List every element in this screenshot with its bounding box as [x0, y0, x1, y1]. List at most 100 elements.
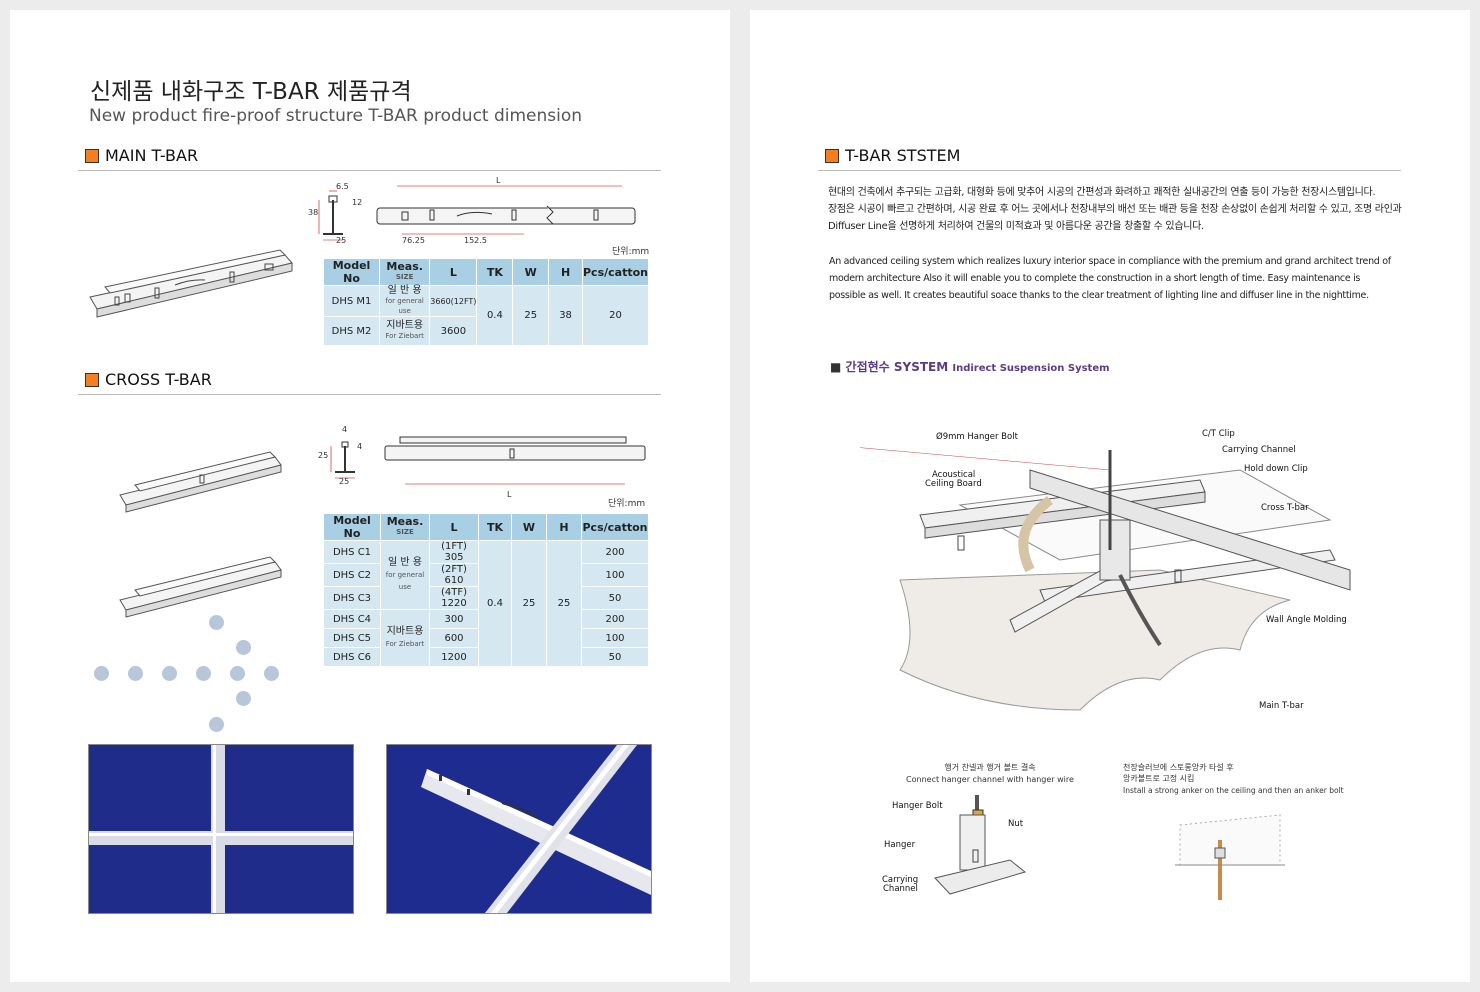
- col-w: W: [511, 513, 547, 541]
- orange-square-icon: [825, 148, 839, 163]
- label-cross-tbar: Cross T-bar: [1261, 503, 1309, 513]
- cell-pcs: 100: [581, 628, 649, 648]
- label-main-tbar: Main T-bar: [1259, 701, 1304, 711]
- cell-h: 25: [546, 540, 582, 667]
- col-tk: TK: [476, 258, 514, 286]
- cell-pcs: 20: [582, 285, 649, 346]
- col-h: H: [548, 258, 583, 286]
- cell-tk: 0.4: [476, 285, 514, 346]
- cell-model: DHS C3: [323, 586, 381, 610]
- orange-square-icon: [85, 372, 99, 387]
- label-hold-down-clip: Hold down Clip: [1244, 464, 1308, 474]
- cross-tbar-heading: CROSS T-BAR: [85, 370, 212, 389]
- cell-pcs: 200: [581, 540, 649, 564]
- cell-l: (1FT) 305: [429, 540, 479, 564]
- dim-L: L: [507, 490, 512, 499]
- page-title-en: New product fire-proof structure T-BAR p…: [89, 106, 583, 126]
- label-channel: Channel: [883, 884, 918, 894]
- cell-tk: 0.4: [478, 540, 512, 667]
- hanger-detail-drawing: [934, 795, 1027, 895]
- main-tbar-heading: MAIN T-BAR: [85, 146, 198, 165]
- col-model: Model No: [323, 513, 381, 541]
- cell-model: DHS C5: [323, 628, 381, 648]
- cross-elevation-drawing: [384, 436, 646, 485]
- dim-152.5: 152.5: [464, 236, 487, 245]
- cell-model: DHS C4: [323, 609, 381, 629]
- orange-square-icon: [85, 148, 99, 163]
- right-page: T-BAR STSTEM 현대의 건축에서 추구되는 고급화, 대형화 등에 맞…: [750, 10, 1470, 982]
- label-ct-clip: C/T Clip: [1202, 429, 1235, 439]
- col-meas: Meas.SIZE: [380, 513, 430, 541]
- dim-25: 25: [336, 236, 347, 245]
- description-ko: 현대의 건축에서 추구되는 고급화, 대형화 등에 맞추어 시공의 간편성과 화…: [828, 187, 1402, 232]
- cell-model: DHS C6: [323, 647, 381, 667]
- col-l: L: [429, 258, 478, 286]
- tbar-system-heading: T-BAR STSTEM: [825, 146, 960, 165]
- ceiling-grid-photo: [88, 744, 354, 914]
- cell-l: 600: [429, 628, 479, 648]
- detail2-caption: 천장슬러브에 스토롱앙카 타설 후 앙카볼트로 고정 시킴 Install a …: [1123, 763, 1344, 795]
- cell-l: 3660(12FT): [429, 285, 478, 317]
- description-en: An advanced ceiling system which realize…: [829, 256, 1391, 301]
- label-hanger-bolt-detail: Hanger Bolt: [892, 801, 943, 811]
- main-profile-section: [318, 190, 343, 241]
- col-h: H: [546, 513, 582, 541]
- label-ceiling-board: Ceiling Board: [925, 479, 982, 489]
- cell-l: 3600: [429, 316, 478, 346]
- anchor-detail-drawing: [1175, 814, 1285, 900]
- dim-38: 38: [308, 208, 319, 217]
- cell-l: (2FT) 610: [429, 563, 479, 587]
- col-model: Model No: [322, 258, 381, 286]
- dim-25: 25: [318, 451, 329, 460]
- cell-l: 1200: [429, 647, 479, 667]
- col-meas: Meas.SIZE: [379, 258, 431, 286]
- cell-model: DHS M2: [322, 316, 381, 346]
- label-nut: Nut: [1008, 819, 1024, 829]
- dim-L: L: [496, 176, 501, 185]
- label-carrying-channel: Carrying Channel: [1222, 445, 1296, 455]
- system-subheading: ■ 간접현수 SYSTEM Indirect Suspension System: [830, 360, 1110, 374]
- col-l: L: [429, 513, 479, 541]
- left-page: 신제품 내화구조 T-BAR 제품규격 New product fire-pro…: [10, 10, 730, 982]
- square-bullet-icon: ■: [830, 360, 842, 374]
- cross-tbar-illustration-1: [119, 451, 282, 513]
- suspension-system-diagram: [860, 447, 1351, 711]
- cell-pcs: 200: [581, 609, 649, 629]
- cell-w: 25: [512, 285, 550, 346]
- divider: [78, 394, 661, 395]
- dim-4: 4: [342, 425, 348, 434]
- divider: [818, 170, 1401, 171]
- cell-model: DHS C1: [323, 540, 381, 564]
- dim-25: 25: [339, 477, 350, 486]
- cell-l: (4TF) 1220: [429, 586, 479, 610]
- cell-w: 25: [511, 540, 547, 667]
- unit-label: 단위:mm: [608, 499, 646, 509]
- cell-l: 300: [429, 609, 479, 629]
- cell-model: DHS M1: [322, 285, 381, 317]
- label-hanger: Hanger: [884, 840, 916, 850]
- detail1-caption: 행거 찬넬과 행거 볼트 결속 Connect hanger channel w…: [906, 763, 1074, 784]
- dim-12: 12: [352, 198, 363, 207]
- unit-label: 단위:mm: [612, 247, 650, 257]
- col-pcs: Pcs/catton: [581, 513, 649, 541]
- cross-tbar-illustration-2: [119, 556, 282, 618]
- cell-pcs: 100: [581, 563, 649, 587]
- col-pcs: Pcs/catton: [582, 258, 649, 286]
- cell-h: 38: [548, 285, 583, 346]
- label-acoustical: Acoustical: [932, 470, 976, 480]
- main-elevation-drawing: [376, 185, 636, 235]
- label-hanger-bolt: Ø9mm Hanger Bolt: [936, 432, 1018, 442]
- col-tk: TK: [478, 513, 512, 541]
- cell-pcs: 50: [581, 586, 649, 610]
- col-w: W: [512, 258, 550, 286]
- page-title-ko: 신제품 내화구조 T-BAR 제품규격: [90, 79, 412, 105]
- divider: [78, 170, 661, 171]
- cell-model: DHS C2: [323, 563, 381, 587]
- label-carrying: Carrying: [882, 875, 919, 885]
- dim-6.5: 6.5: [336, 182, 349, 191]
- main-tbar-illustration: [89, 249, 293, 318]
